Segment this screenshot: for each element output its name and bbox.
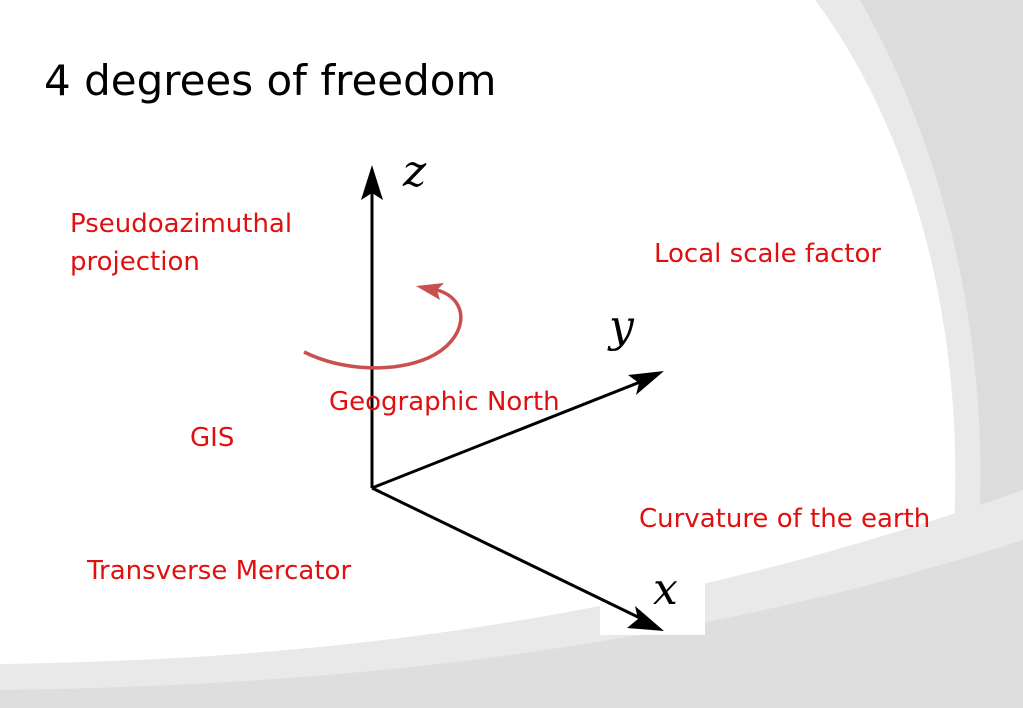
z-axis bbox=[361, 165, 383, 488]
x-axis bbox=[371, 486, 664, 631]
x-axis-label: x bbox=[653, 564, 678, 615]
transverse-mercator-label: Transverse Mercator bbox=[87, 556, 352, 586]
pseudoazimuthal-projection-label: Pseudoazimuthal projection bbox=[70, 209, 293, 277]
rotation-arrow bbox=[303, 283, 463, 370]
y-axis-label: y bbox=[609, 301, 634, 352]
curvature-of-the-earth-label: Curvature of the earth bbox=[639, 504, 931, 534]
geographic-north-label: Geographic North bbox=[329, 387, 560, 417]
gis-label: GIS bbox=[190, 423, 235, 453]
z-axis-label: z bbox=[403, 146, 427, 197]
local-scale-factor-label: Local scale factor bbox=[654, 239, 882, 269]
y-axis bbox=[371, 371, 664, 490]
slide-title: 4 degrees of freedom bbox=[44, 56, 497, 105]
